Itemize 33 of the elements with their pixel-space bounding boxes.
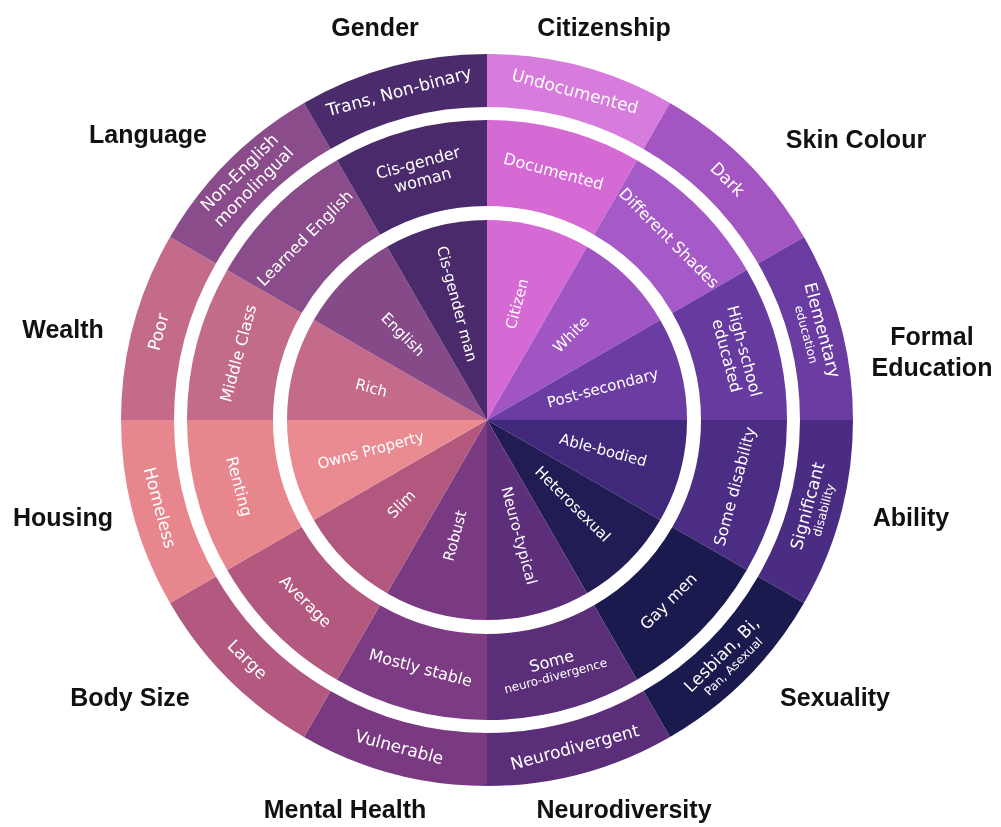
category-label: Sexuality [780, 682, 890, 714]
segment-label: Owns Property [315, 428, 427, 474]
ring-segment [672, 420, 787, 570]
ring-segment [487, 54, 670, 149]
category-label: Mental Health [263, 794, 427, 826]
segment-label: Mostly stable [366, 645, 475, 691]
ring-segment [487, 691, 670, 786]
segment-label: Citizen [503, 277, 534, 332]
segment-label: Poor [144, 311, 174, 353]
segment-label: Middle Class [216, 302, 261, 405]
category-label: Body Size [70, 682, 190, 714]
ring-segment [337, 605, 487, 720]
segment-label: Rich [353, 376, 389, 402]
ring-segment [304, 691, 487, 786]
category-label: Wealth [22, 314, 104, 346]
ring-segment [487, 605, 637, 720]
category-label: Housing [13, 502, 113, 534]
segment-label: Robust [440, 508, 471, 564]
category-label: Gender [331, 12, 419, 44]
category-label: Citizenship [537, 12, 671, 44]
ring-segment [304, 54, 487, 149]
segment-label: Renting [221, 454, 256, 519]
ring-segment [487, 420, 661, 594]
category-label: Ability [872, 502, 950, 534]
ring-segment [121, 420, 216, 603]
ring-segment [758, 420, 853, 603]
category-label: Skin Colour [785, 124, 927, 156]
category-label: Neurodiversity [536, 794, 712, 826]
ring-segment [187, 420, 302, 570]
category-label: Formal Education [870, 320, 994, 383]
ring-segment [121, 237, 216, 420]
ring-segment [313, 246, 487, 420]
ring-segment [487, 246, 661, 420]
